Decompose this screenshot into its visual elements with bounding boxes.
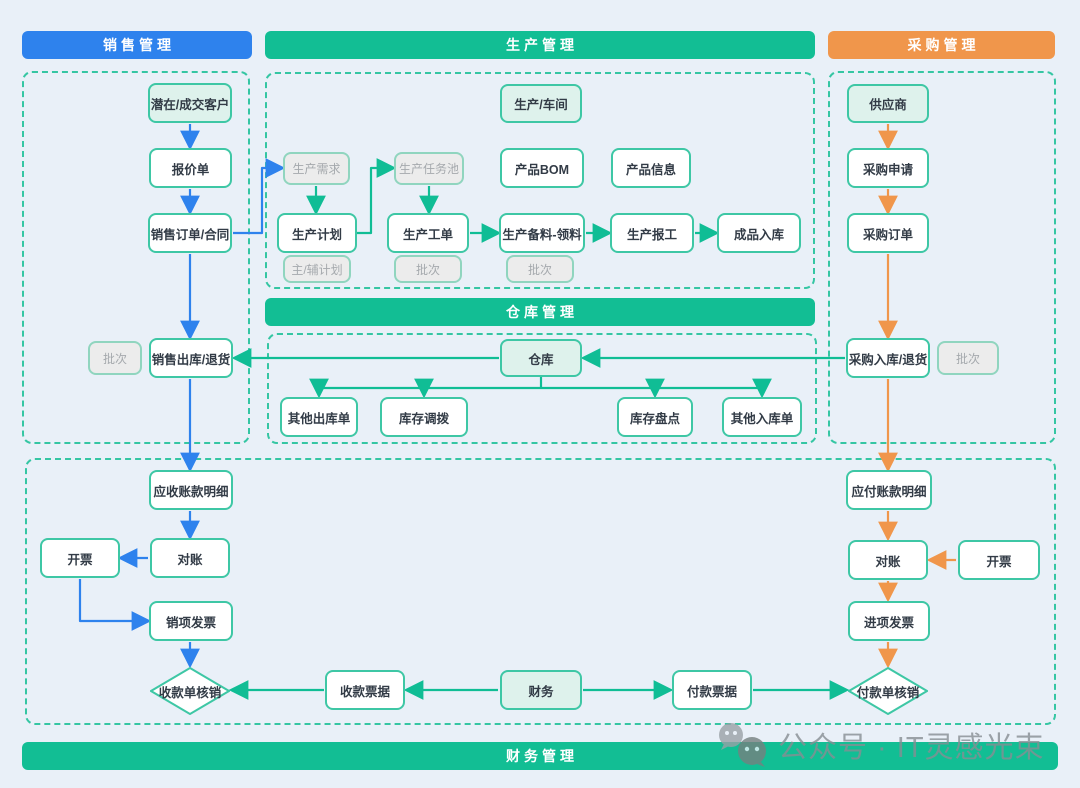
node-invoicing-right: 开票 xyxy=(958,540,1040,580)
node-production-demand: 生产需求 xyxy=(283,152,350,185)
node-product-bom: 产品BOM xyxy=(500,148,584,188)
node-purchase-request: 采购申请 xyxy=(847,148,929,188)
node-finished-inbound: 成品入库 xyxy=(717,213,801,253)
node-purchase-batch: 批次 xyxy=(937,341,999,375)
banner-warehouse-management: 仓库管理 xyxy=(265,298,815,326)
node-receipt-writeoff: 收款单核销 xyxy=(150,667,230,715)
node-main-aux-plan: 主/辅计划 xyxy=(283,255,351,283)
node-workshop: 生产/车间 xyxy=(500,84,582,123)
node-input-invoice: 进项发票 xyxy=(848,601,930,641)
node-potential-customer: 潜在/成交客户 xyxy=(148,83,232,123)
diamond-shape xyxy=(848,667,928,715)
node-stock-check: 库存盘点 xyxy=(617,397,693,437)
banner-finance-management: 财务管理 xyxy=(22,742,1058,770)
node-payment-bill: 付款票据 xyxy=(672,670,752,710)
node-material-picking: 生产备料-领料 xyxy=(499,213,585,253)
node-production-plan: 生产计划 xyxy=(277,213,357,253)
container-warehouse xyxy=(267,333,817,444)
node-product-info: 产品信息 xyxy=(611,148,691,188)
node-output-invoice: 销项发票 xyxy=(149,601,233,641)
container-finance xyxy=(25,458,1056,725)
watermark: 公众号 · IT灵感光束 xyxy=(716,722,1045,768)
node-payment-writeoff: 付款单核销 xyxy=(848,667,928,715)
node-receipt-bill: 收款票据 xyxy=(325,670,405,710)
node-warehouse: 仓库 xyxy=(500,339,582,377)
diamond-label: 收款单核销 xyxy=(158,685,222,700)
node-workorder-batch: 批次 xyxy=(394,255,462,283)
node-other-outbound: 其他出库单 xyxy=(280,397,358,437)
diamond-label: 付款单核销 xyxy=(856,685,920,700)
node-invoicing-left: 开票 xyxy=(40,538,120,578)
wechat-icon xyxy=(719,723,766,767)
banner-sales-management: 销售管理 xyxy=(22,31,252,59)
watermark-text: 公众号 · IT灵感光束 xyxy=(778,732,1045,764)
node-purchase-inbound: 采购入库/退货 xyxy=(846,338,930,378)
node-other-inbound: 其他入库单 xyxy=(722,397,802,437)
node-sales-outbound: 销售出库/退货 xyxy=(149,338,233,378)
container-sales xyxy=(22,71,250,444)
node-quotation: 报价单 xyxy=(149,148,232,188)
node-sales-batch: 批次 xyxy=(88,341,142,375)
node-material-batch: 批次 xyxy=(506,255,574,283)
node-reconciliation-right: 对账 xyxy=(848,540,928,580)
node-work-order: 生产工单 xyxy=(387,213,469,253)
node-finance: 财务 xyxy=(500,670,582,710)
node-sales-order: 销售订单/合同 xyxy=(148,213,232,253)
container-purchase xyxy=(828,71,1056,444)
node-payable-detail: 应付账款明细 xyxy=(846,470,932,510)
banner-production-management: 生产管理 xyxy=(265,31,815,59)
banner-purchase-management: 采购管理 xyxy=(828,31,1055,59)
node-supplier: 供应商 xyxy=(847,84,929,123)
diamond-shape xyxy=(150,667,230,715)
node-stock-transfer: 库存调拨 xyxy=(380,397,468,437)
node-work-report: 生产报工 xyxy=(610,213,694,253)
node-receivable-detail: 应收账款明细 xyxy=(149,470,233,510)
node-reconciliation-left: 对账 xyxy=(150,538,230,578)
node-purchase-order: 采购订单 xyxy=(847,213,929,253)
node-task-pool: 生产任务池 xyxy=(394,152,464,185)
